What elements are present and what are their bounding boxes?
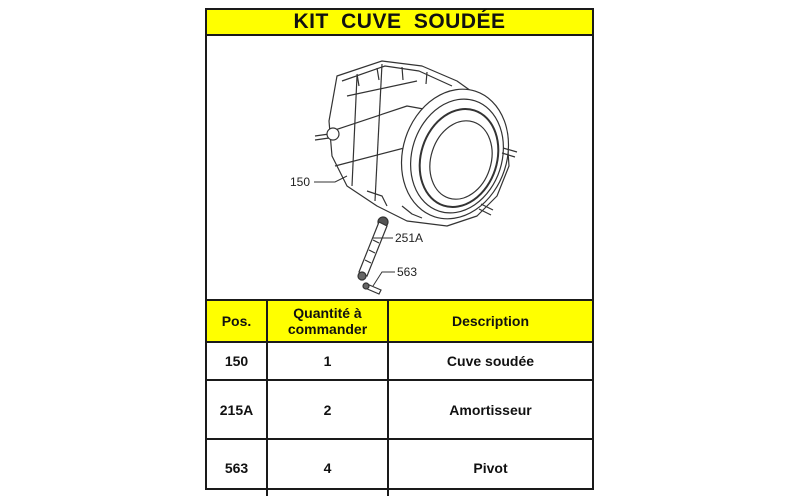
table-header-row: Pos. Quantité à commander Description — [207, 301, 592, 343]
cell-qty: 1 — [266, 341, 389, 381]
header-quantity-line2: commander — [287, 321, 368, 337]
callout-251a: 251A — [395, 231, 424, 245]
parts-table: Pos. Quantité à commander Description 15… — [207, 301, 592, 496]
cell-description: Cuve soudée — [387, 341, 592, 381]
callout-563: 563 — [397, 265, 418, 279]
exploded-diagram: 150 251A 563 — [207, 36, 592, 301]
cell-qty: 4 — [266, 438, 389, 496]
cell-description: Pivot — [387, 438, 592, 496]
sheet-title: KIT CUVE SOUDÉE — [207, 10, 592, 36]
header-pos: Pos. — [207, 301, 268, 343]
cell-description: Amortisseur — [387, 379, 592, 440]
tub-drawing-icon — [314, 60, 518, 295]
table-row: 563 4 Pivot — [207, 438, 592, 496]
header-quantity: Quantité à commander — [266, 301, 389, 343]
cell-pos: 150 — [207, 341, 268, 381]
header-quantity-line1: Quantité à — [293, 305, 362, 321]
parts-sheet: KIT CUVE SOUDÉE — [205, 8, 594, 496]
cell-pos: 563 — [207, 438, 268, 496]
callout-150: 150 — [290, 175, 311, 189]
cell-qty: 2 — [266, 379, 389, 440]
table-row: 215A 2 Amortisseur — [207, 379, 592, 440]
header-description: Description — [387, 301, 592, 343]
table-row: 150 1 Cuve soudée — [207, 341, 592, 381]
cell-pos: 215A — [207, 379, 268, 440]
